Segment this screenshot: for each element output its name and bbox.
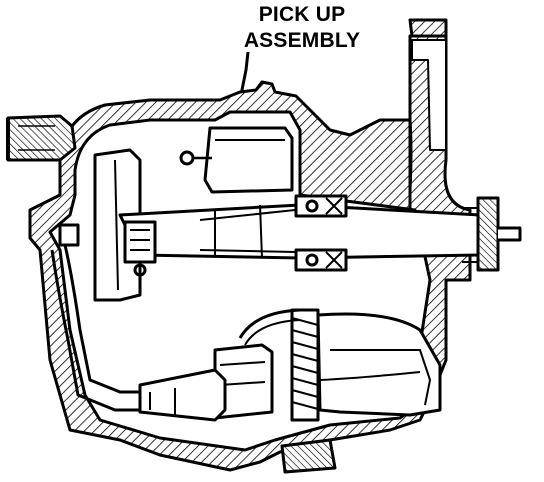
bracket xyxy=(238,308,301,339)
threaded-adjuster xyxy=(290,308,320,422)
pickup-label-line-1: PICK UP xyxy=(258,3,346,26)
bottom-connector xyxy=(138,368,227,422)
rotor-bolt xyxy=(123,220,157,277)
vacuum-housing xyxy=(316,312,442,417)
pickup-assembly-label: PICK UP ASSEMBLY xyxy=(222,2,382,54)
drain-channel xyxy=(63,244,145,394)
mounting-flange-upper xyxy=(408,18,448,38)
hose-nipple xyxy=(6,114,77,162)
pickup-coil-housing xyxy=(203,126,294,194)
bottom-boss xyxy=(280,438,337,474)
pickup-mount-screw xyxy=(179,150,195,166)
lower-bearing xyxy=(294,248,348,272)
pickup-label-line-2: ASSEMBLY xyxy=(243,29,361,52)
drive-coupling xyxy=(476,196,500,272)
upper-bearing xyxy=(294,194,348,218)
